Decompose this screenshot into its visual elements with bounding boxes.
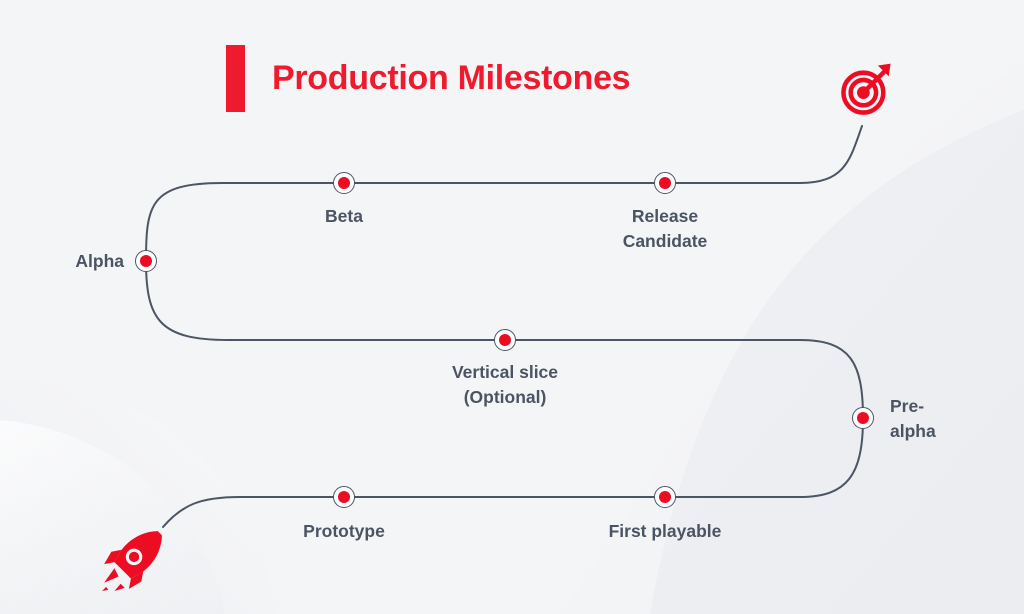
path-segment-top bbox=[145, 125, 863, 262]
title-accent-bar bbox=[226, 45, 245, 112]
milestone-label-pre-alpha: Pre- alpha bbox=[890, 396, 936, 441]
rocket-icon bbox=[102, 531, 162, 591]
milestone-label-beta: Beta bbox=[325, 206, 363, 226]
marker-dot bbox=[338, 491, 350, 503]
milestone-marker-vertical-slice[interactable] bbox=[494, 329, 516, 351]
path-segment-left-bend bbox=[145, 260, 801, 341]
milestone-marker-alpha[interactable] bbox=[135, 250, 157, 272]
target-icon bbox=[841, 63, 891, 115]
milestone-label-prototype: Prototype bbox=[303, 521, 385, 541]
path-segment-bottom bbox=[162, 496, 801, 528]
marker-dot bbox=[857, 412, 869, 424]
milestone-label-release-candidate: Release Candidate bbox=[622, 206, 708, 251]
milestone-marker-pre-alpha[interactable] bbox=[852, 407, 874, 429]
marker-dot bbox=[338, 177, 350, 189]
milestone-label-alpha: Alpha bbox=[75, 251, 124, 271]
milestone-label-vertical-slice: Vertical slice (Optional) bbox=[451, 362, 559, 407]
milestone-marker-beta[interactable] bbox=[333, 172, 355, 194]
milestone-marker-prototype[interactable] bbox=[333, 486, 355, 508]
marker-dot bbox=[659, 491, 671, 503]
milestone-marker-first-playable[interactable] bbox=[654, 486, 676, 508]
milestone-label-first-playable: First playable bbox=[608, 521, 722, 541]
marker-dot bbox=[659, 177, 671, 189]
marker-dot bbox=[140, 255, 152, 267]
milestone-marker-release-candidate[interactable] bbox=[654, 172, 676, 194]
page-title: Production Milestones bbox=[272, 59, 631, 97]
marker-dot bbox=[499, 334, 511, 346]
